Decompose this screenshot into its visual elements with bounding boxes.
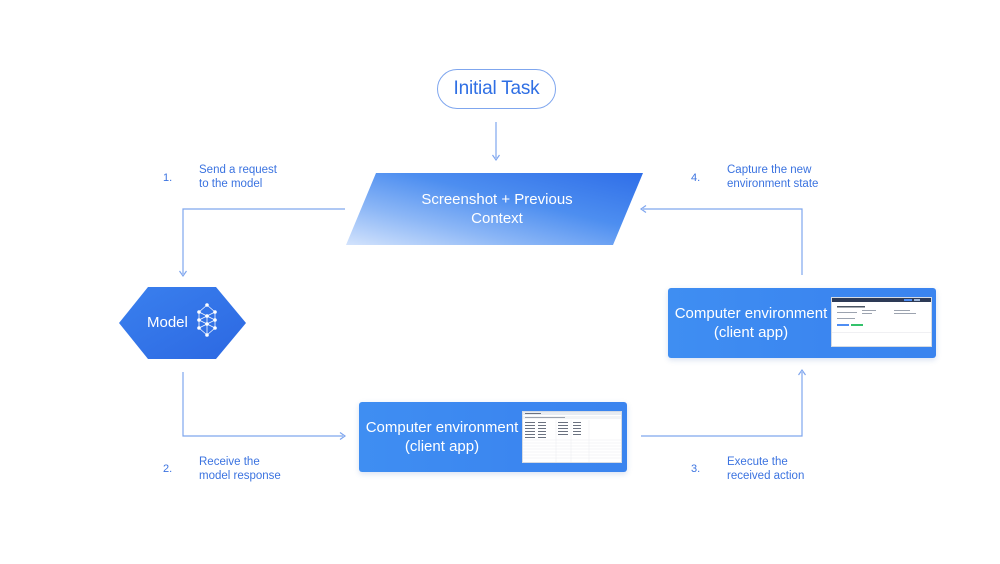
computer-environment-bottom: Computer environment (client app) [359, 402, 627, 472]
context-box-label: Screenshot + Previous Context [392, 190, 602, 228]
step-4-line-1: Capture the new [727, 164, 812, 176]
step-2-line-2: model response [199, 470, 281, 482]
step-1-label: Send a request to the model [199, 163, 277, 191]
environment-right-screenshot-thumbnail [831, 297, 932, 347]
environment-right-line-1: Computer environment [674, 305, 828, 322]
step-2-line-1: Receive the [199, 456, 260, 468]
environment-bottom-screenshot-thumbnail [522, 411, 622, 463]
step-1-number: 1. [163, 172, 173, 184]
environment-bottom-line-2: (client app) [404, 438, 480, 455]
connector-step-3 [641, 368, 806, 437]
step-1-line-2: to the model [199, 178, 263, 190]
connector-step-2 [182, 372, 347, 440]
step-3-label: Execute the received action [727, 455, 804, 483]
neural-network-icon [197, 303, 217, 337]
initial-task-pill: Initial Task [437, 69, 556, 109]
environment-bottom-label: Computer environment (client app) [361, 418, 523, 456]
step-1-line-1: Send a request [199, 164, 278, 176]
connector-step-1 [179, 208, 345, 278]
computer-environment-right: Computer environment (client app) [668, 288, 936, 358]
step-4-number: 4. [691, 172, 701, 184]
model-label: Model [147, 314, 188, 331]
app-screenshot-icon [832, 298, 931, 333]
context-line-2: Context [471, 210, 523, 227]
spreadsheet-screenshot-icon [523, 412, 621, 462]
environment-right-line-2: (client app) [713, 324, 789, 341]
arrow-task-to-context [492, 122, 500, 162]
step-3-number: 3. [691, 463, 701, 475]
context-line-1: Screenshot + Previous [421, 191, 573, 208]
step-3-line-2: received action [727, 470, 805, 482]
step-2-number: 2. [163, 463, 173, 475]
initial-task-label: Initial Task [453, 78, 540, 99]
model-hexagon [119, 287, 246, 359]
context-parallelogram [346, 173, 643, 245]
step-4-label: Capture the new environment state [727, 163, 818, 191]
step-4-line-2: environment state [727, 178, 819, 190]
environment-right-label: Computer environment (client app) [670, 304, 832, 342]
environment-bottom-line-1: Computer environment [365, 419, 519, 436]
connector-step-4 [639, 205, 803, 275]
step-2-label: Receive the model response [199, 455, 281, 483]
step-3-line-1: Execute the [727, 456, 788, 468]
